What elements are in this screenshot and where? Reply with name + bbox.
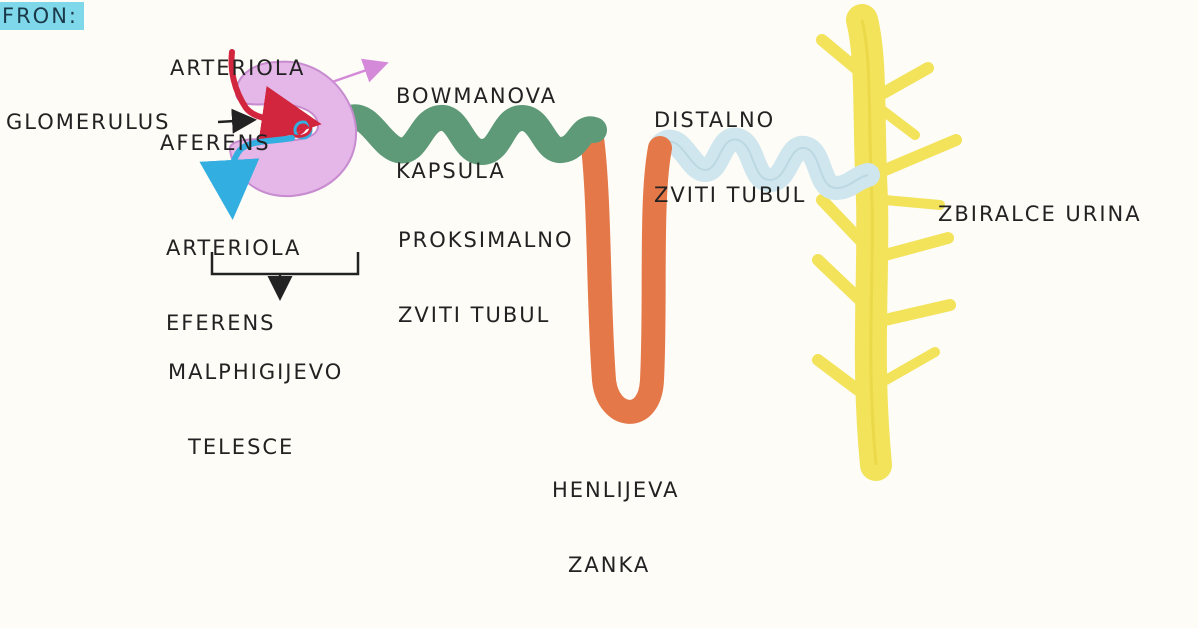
label-zbiralce-urina: ZBIRALCE URINA <box>938 202 1142 227</box>
label-malphigijevo-telesce: MALPHIGIJEVO TELESCE <box>168 310 343 510</box>
label-arteriola-aferens: ARTERIOLA AFERENS <box>160 6 305 206</box>
label-distalno-zviti-tubul: DISTALNO ZVITI TUBUL <box>654 58 806 258</box>
henle-loop <box>592 138 660 412</box>
header-tag: FRON: <box>0 2 84 30</box>
collecting-duct <box>818 20 956 465</box>
label-glomerulus: GLOMERULUS <box>6 110 170 135</box>
bowman-pointer-arrow <box>332 64 384 82</box>
label-proksimalno-zviti-tubul: PROKSIMALNO ZVITI TUBUL <box>398 178 574 378</box>
label-henlijeva-zanka: HENLIJEVA ZANKA <box>552 428 680 628</box>
nephron-diagram: FRON: ARTERIOLA AFERENS GLOMERULUS BOWMA… <box>0 0 1198 486</box>
